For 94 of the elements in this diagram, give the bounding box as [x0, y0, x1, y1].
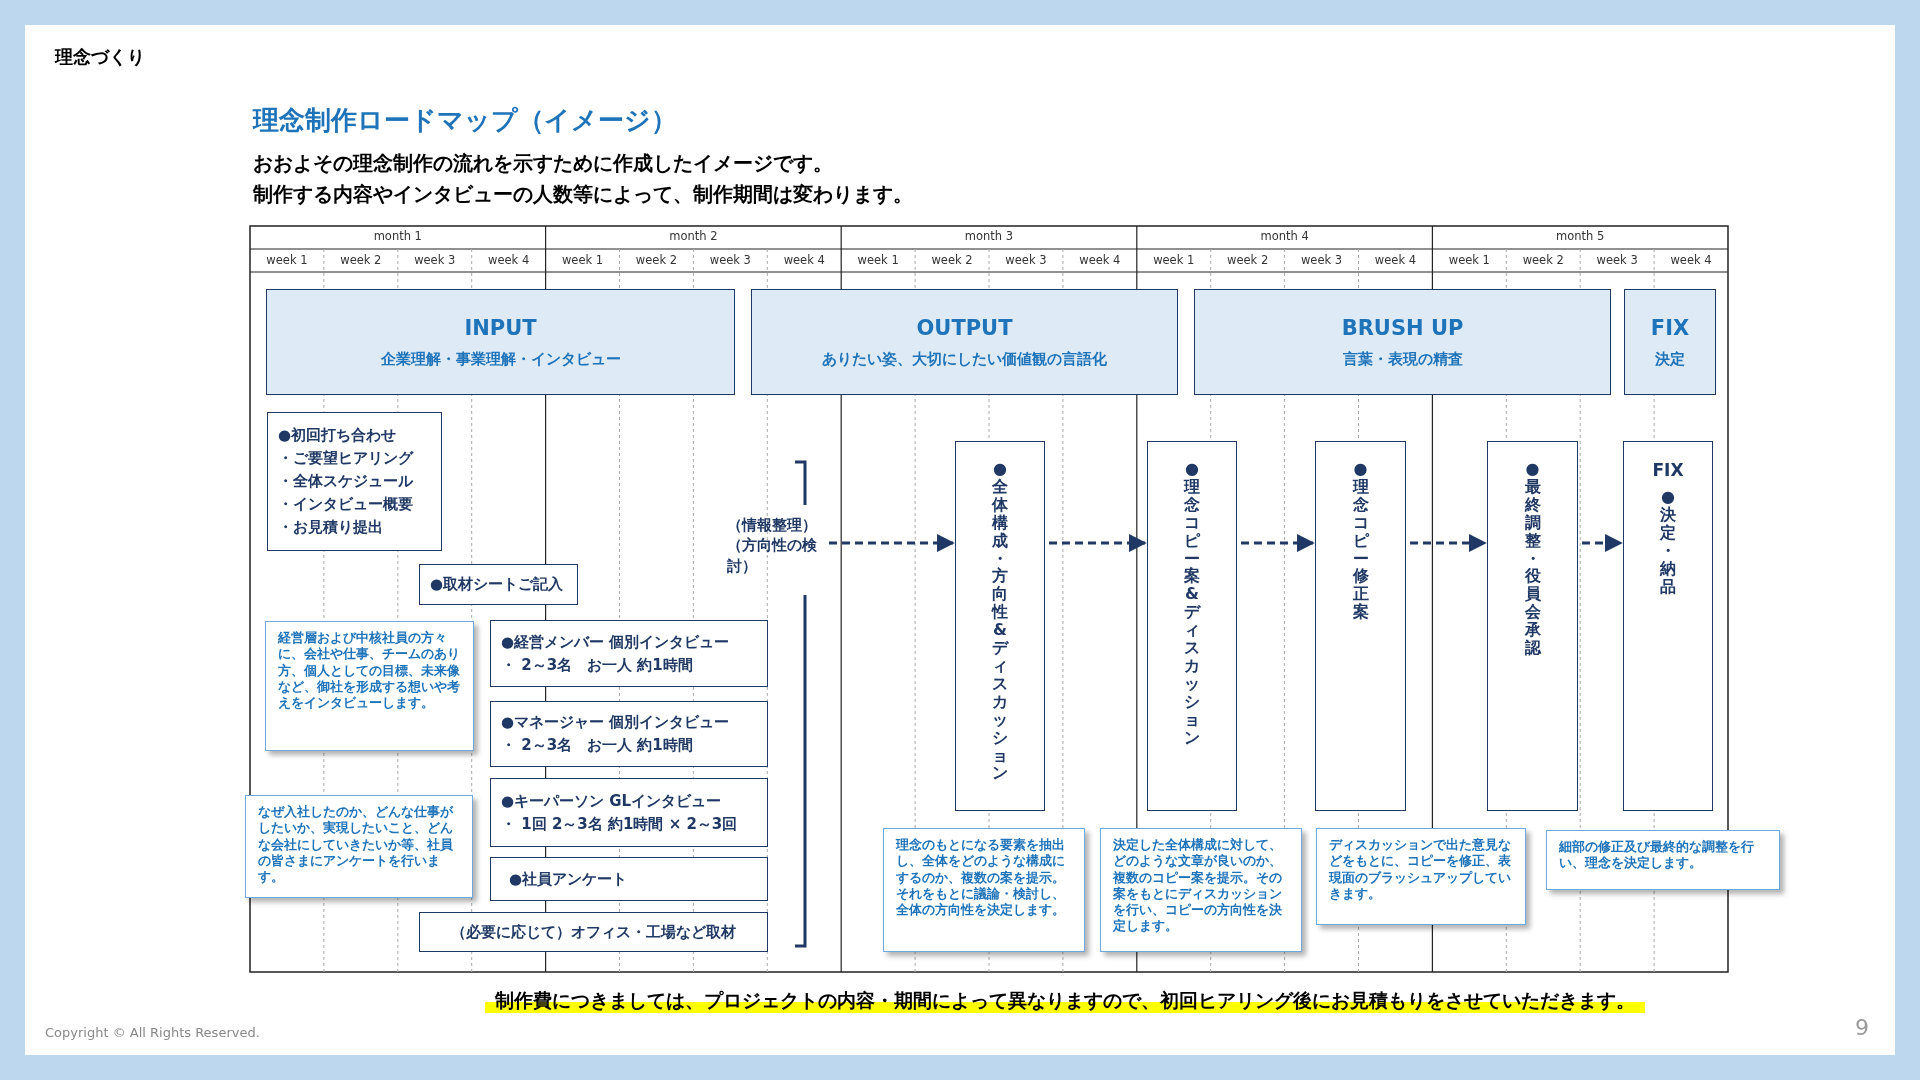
task-detail: ・全体スケジュール	[278, 472, 414, 491]
month-header: month 4	[1259, 229, 1310, 243]
page-number: 9	[1855, 1015, 1869, 1040]
task-box	[1147, 441, 1237, 811]
note-card	[265, 621, 474, 751]
note-text: 経営層および中核社員の方々に、会社や仕事、チームのあり方、個人としての目標、未来像など、御社を形成する想いや考えをインタビューします。	[278, 630, 460, 710]
task-detail: ・ご要望ヒアリング	[278, 449, 415, 468]
task-detail: ・ 1回 2～3名 約1時間 × 2～3回	[501, 814, 739, 834]
header-text: 理念づくり	[55, 45, 145, 69]
task-box	[1487, 441, 1578, 811]
task-detail: ・お見積り提出	[278, 518, 384, 537]
note-card	[1546, 830, 1780, 890]
task-box	[419, 912, 768, 952]
week-header: week 3	[1004, 253, 1048, 267]
note-text: 決定した全体構成に対して、どのような文章が良いのか、複数のコピー案を提示。その案をもとにディスカッションを行い、コピーの方向性を決定します。	[1113, 837, 1282, 934]
arrow	[829, 534, 955, 552]
task-title: ●キーパーソン GLインタビュー	[501, 791, 723, 811]
week-header: week 4	[1373, 253, 1418, 267]
task-box	[490, 701, 768, 767]
note-card	[1100, 828, 1302, 952]
phase-subtitle: 決定	[1655, 349, 1685, 369]
phase-subtitle: 言葉・表現の精査	[1342, 349, 1463, 369]
week-header: week 2	[1226, 253, 1270, 267]
arrow	[1582, 534, 1623, 552]
annotation-text: （情報整理）	[727, 516, 818, 535]
phase-box	[266, 289, 735, 395]
arrow	[1049, 534, 1147, 552]
task-detail: ・ 2～3名 お一人 約1時間	[501, 655, 694, 675]
week-header: week 1	[1447, 253, 1491, 267]
task-detail: ・ 2～3名 お一人 約1時間	[501, 736, 694, 755]
annotation-text: （方向性の検討）	[727, 536, 818, 576]
month-header: month 1	[372, 229, 423, 243]
week-header: week 3	[1299, 253, 1344, 267]
note-text: なぜ入社したのか、どんな仕事がしたいか、実現したいこと、どんな会社にしていきたいか等、社員の皆さまにアンケートを行います。	[258, 804, 453, 884]
week-header: week 1	[560, 253, 605, 267]
week-header: week 3	[1595, 253, 1639, 267]
task-box	[490, 857, 768, 901]
phase-title: FIX	[1650, 315, 1690, 340]
phase-title: BRUSH UP	[1341, 315, 1464, 340]
phase-box	[1624, 289, 1716, 395]
week-header: week 4	[782, 253, 826, 267]
phase-title: OUTPUT	[916, 315, 1013, 340]
task-detail: ・インタビュー概要	[278, 495, 414, 514]
task-title: ●マネージャー 個別インタビュー	[501, 713, 731, 732]
slide-title: 理念制作ロードマップ（イメージ）	[253, 104, 677, 137]
phase-subtitle: ありたい姿、大切にしたい価値観の言語化	[822, 349, 1107, 369]
week-header: week 1	[265, 253, 309, 267]
task-title: ●初回打ち合わせ	[278, 426, 398, 445]
task-box	[419, 564, 578, 605]
task-box	[490, 620, 768, 687]
subtitle-text: おおよその理念制作の流れを示すために作成したイメージです。	[253, 150, 833, 177]
task-text: ●全体構成・方向性&ディスカッション	[991, 460, 1009, 783]
task-box	[1623, 441, 1713, 811]
week-header: week 2	[339, 253, 383, 267]
task-text: ●理念コピー修正案	[1351, 460, 1370, 622]
task-text: ●理念コピー案&ディスカッション	[1183, 460, 1201, 747]
week-header: week 2	[634, 253, 679, 267]
task-box	[490, 778, 768, 847]
month-header: month 2	[668, 229, 719, 243]
month-header: month 5	[1555, 229, 1606, 243]
week-header: week 4	[1078, 253, 1122, 267]
arrow	[1410, 534, 1487, 552]
task-title: ●取材シートご記入	[430, 575, 565, 594]
week-header: week 4	[487, 253, 531, 267]
task-title: ●経営メンバー 個別インタビュー	[501, 632, 731, 652]
phase-box	[1194, 289, 1611, 395]
note-card	[245, 795, 473, 898]
phase-box	[751, 289, 1178, 395]
subtitle-text: 制作する内容やインタビューの人数等によって、制作期間は変わります。	[253, 181, 913, 208]
task-text: ●決定・納品	[1659, 488, 1677, 596]
task-title: （必要に応じて）オフィス・工場など取材	[451, 922, 736, 942]
week-header: week 4	[1669, 253, 1713, 267]
arrow	[1241, 534, 1315, 552]
phase-title: INPUT	[464, 315, 537, 340]
week-header: week 3	[708, 253, 752, 267]
note-text: 理念のもとになる要素を抽出し、全体をどのような構成にするのか、複数の案を提示。それをもとに議論・検討し、全体の方向性を決定します。	[896, 837, 1065, 917]
week-header: week 2	[930, 253, 974, 267]
task-box	[1315, 441, 1406, 811]
task-title: ●社員アンケート	[509, 869, 629, 889]
week-header: week 1	[1152, 253, 1196, 267]
phase-label: FIX	[1652, 460, 1684, 480]
task-box	[955, 441, 1045, 811]
note-card	[1316, 828, 1526, 925]
note-text: ディスカッションで出た意見などをもとに、コピーを修正、表現面のブラッシュアップしていきます。	[1329, 837, 1511, 901]
copyright-text: Copyright © All Rights Reserved.	[45, 1025, 260, 1040]
week-header: week 3	[413, 253, 457, 267]
week-header: week 1	[856, 253, 900, 267]
week-header: week 2	[1521, 253, 1565, 267]
phase-subtitle: 企業理解・事業理解・インタビュー	[380, 349, 621, 369]
month-header: month 3	[963, 229, 1015, 243]
note-text: 細部の修正及び最終的な調整を行い、理念を決定します。	[1559, 839, 1754, 871]
task-box	[267, 412, 442, 551]
task-text: ●最終調整・役員会承認	[1523, 460, 1542, 657]
note-card	[883, 828, 1085, 952]
